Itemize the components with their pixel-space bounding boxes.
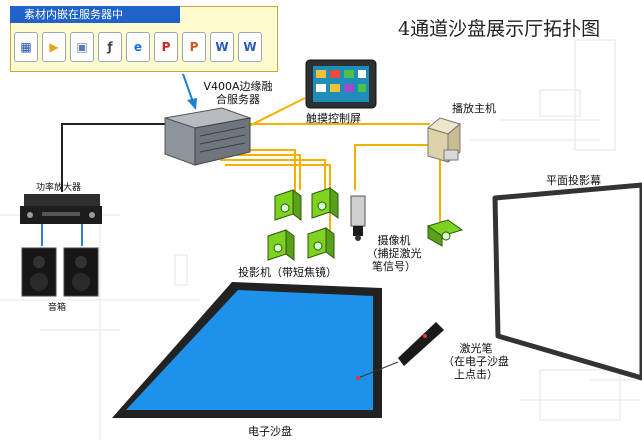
amplifier-cable [61,123,165,192]
projector-2 [311,187,339,219]
speakers-label: 音箱 [48,303,67,313]
projector-5 [426,219,464,247]
media-arrow [182,73,197,110]
edge-fusion-server [164,107,252,166]
video-icon: ▦ [14,32,38,62]
word-icon: W [210,32,234,62]
server-label: V400A边缘融 合服务器 [203,80,273,106]
page-title: 4通道沙盘展示厅拓扑图 [398,18,601,40]
laser-pen [356,322,444,380]
sand-table-label: 电子沙盘 [248,425,292,438]
projector-3 [267,229,295,261]
projectors [267,187,464,261]
camera-label: 摄像机 （捕捉激光 笔信号） [366,234,422,273]
electronic-sand-table [112,282,382,418]
video-file-icon: ▣ [70,32,94,62]
ie-browser-icon: e [126,32,150,62]
projector-1 [274,189,302,221]
touch-screen-device [305,59,377,109]
power-amplifier [20,194,102,224]
touch-screen-label: 触摸控制屏 [306,112,361,125]
powerpoint-icon: P [182,32,206,62]
background-lines [0,39,640,440]
player-host-pc [426,117,462,164]
flash-icon: ƒ [98,32,122,62]
media-player-icon: ▶ [42,32,66,62]
amplifier-label: 功率放大器 [36,183,82,193]
camera-device [350,195,366,241]
flat-screen-label: 平面投影幕 [546,174,601,187]
pdf-icon: P [154,32,178,62]
media-box-title: 素材内嵌在服务器中 [10,6,180,23]
word-doc-icon: W [238,32,262,62]
flat-projection-screen [492,182,642,381]
projector-4 [307,227,335,259]
laser-pen-label: 激光笔 （在电子沙盘 上点击） [443,342,509,381]
speakers [21,247,99,297]
projectors-label: 投影机（带短焦镜） [238,266,337,279]
audio-cables [41,224,83,246]
player-host-label: 播放主机 [452,102,496,115]
